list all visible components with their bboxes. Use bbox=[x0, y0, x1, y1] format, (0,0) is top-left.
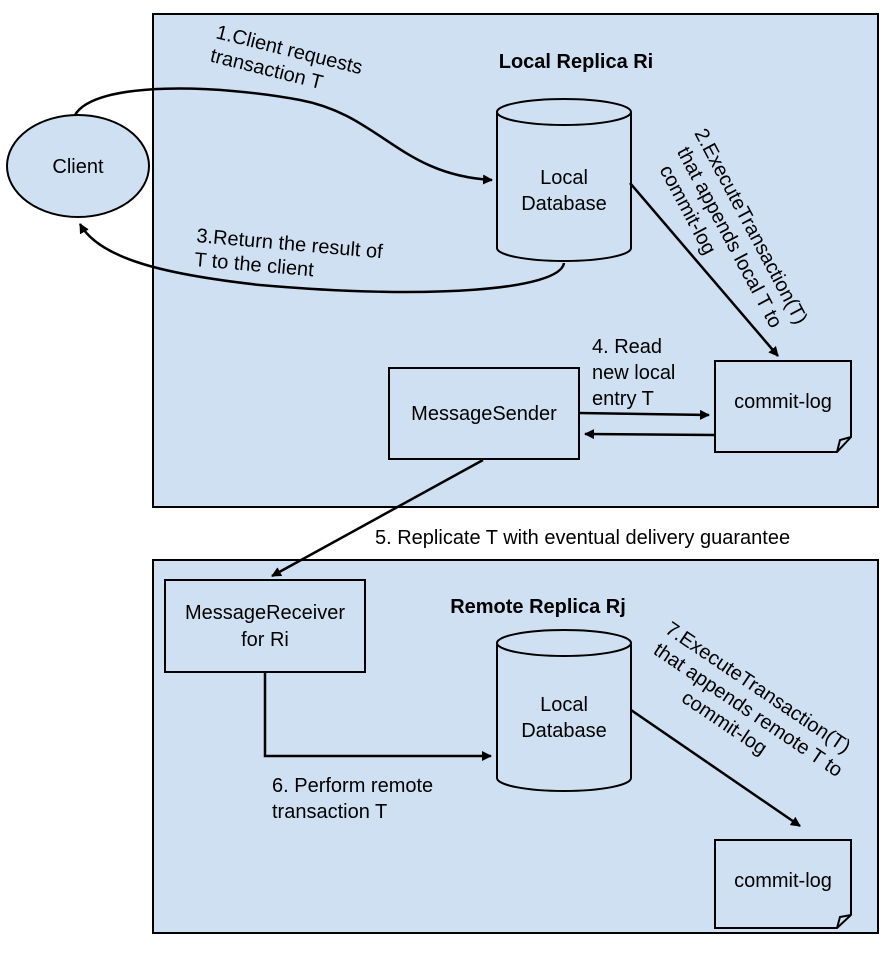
local-commit-log: commit-log bbox=[714, 360, 852, 453]
message-sender: MessageSender bbox=[388, 367, 580, 460]
client-node: Client bbox=[6, 114, 150, 218]
remote-commit-log-label: commit-log bbox=[734, 870, 832, 892]
remote-database: Local Database bbox=[496, 629, 632, 792]
remote-database-label-line2: Database bbox=[521, 720, 607, 742]
arrow-client-to-database bbox=[73, 87, 493, 185]
message-sender-label: MessageSender bbox=[411, 403, 557, 425]
local-commit-log-label: commit-log bbox=[734, 391, 832, 413]
client-label: Client bbox=[52, 156, 104, 178]
step5-label: 5. Replicate T with eventual delivery gu… bbox=[375, 527, 790, 549]
step6-line2: transaction T bbox=[272, 801, 387, 823]
message-receiver-label-line1: MessageReceiver bbox=[185, 602, 345, 624]
remote-replica-title: Remote Replica Rj bbox=[450, 596, 626, 618]
remote-commit-log: commit-log bbox=[714, 839, 852, 929]
step4-line1: 4. Read bbox=[592, 336, 662, 358]
message-receiver-label-line2: for Ri bbox=[241, 629, 289, 651]
arrow-commit-log-to-sender bbox=[584, 429, 716, 440]
step6-line1: 6. Perform remote bbox=[272, 775, 433, 797]
local-database: Local Database bbox=[496, 98, 632, 262]
step4-line2: new local bbox=[592, 362, 675, 384]
arrow-replicate bbox=[271, 458, 484, 578]
arrow-database-to-commit-log bbox=[629, 182, 779, 357]
arrow-database-to-client bbox=[78, 223, 566, 294]
arrow-sender-to-commit-log bbox=[578, 409, 710, 420]
message-receiver: MessageReceiver for Ri bbox=[164, 579, 366, 673]
arrow-receiver-to-remote-database bbox=[263, 672, 492, 761]
local-database-label-line1: Local bbox=[540, 167, 588, 189]
local-replica-title: Local Replica Ri bbox=[499, 51, 654, 73]
arrow-remote-database-to-commit-log bbox=[630, 708, 801, 828]
step4-line3: entry T bbox=[592, 388, 654, 410]
remote-database-label-line1: Local bbox=[540, 694, 588, 716]
local-database-label-line2: Database bbox=[521, 193, 607, 215]
